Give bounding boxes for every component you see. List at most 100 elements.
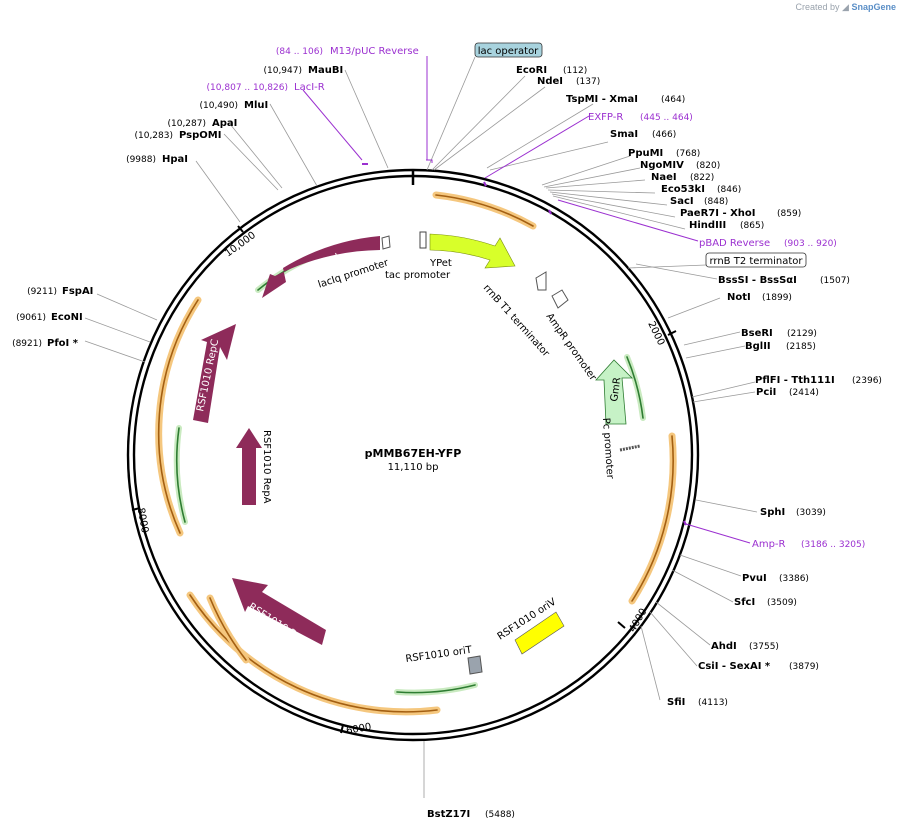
site-pos-csii-sexai: (3879) [789, 662, 819, 672]
leader-lines [84, 56, 758, 798]
green-arc-gmr-core [626, 356, 644, 419]
site-pos-mlui: (10,490) [199, 101, 238, 111]
credit-prefix: Created by [795, 2, 840, 12]
primer-name-laci-r: LacI-R [294, 82, 325, 93]
site-name-csii-sexai: CsiI - SexAI * [698, 661, 771, 672]
green-arc-gmr [624, 354, 646, 421]
primer-name-exfp-r: EXFP-R [588, 112, 623, 123]
site-name-pflfi-tth111i: PflFI - Tth111I [755, 375, 835, 386]
backbone [126, 168, 700, 742]
site-pos-bseri: (2129) [787, 329, 817, 339]
site-name-sfii: SfiI [667, 697, 685, 708]
boxed-features: lac operator rrnB T2 terminator [474, 42, 807, 268]
tick-6000: 6000 [340, 722, 372, 737]
site-pos-bglii: (2185) [786, 342, 816, 352]
repb-arrow [232, 578, 326, 645]
site-name-bstz17i: BstZ17I [427, 809, 470, 820]
site-name-bglii: BglII [745, 341, 771, 352]
site-pos-tspmi-xmai: (464) [661, 95, 685, 105]
site-pos-smai: (466) [652, 130, 676, 140]
credit-brand: SnapGene [851, 2, 896, 12]
orf-arcs [155, 191, 677, 716]
site-pos-sphi: (3039) [796, 508, 826, 518]
site-pos-maubi: (10,947) [263, 66, 302, 76]
repa-arrow [236, 428, 262, 505]
site-name-naei: NaeI [651, 172, 677, 183]
site-name-bsssi: BssSI - BssSαI [718, 275, 797, 286]
orit-label: RSF1010 oriT [405, 645, 474, 665]
plasmid-name: pMMB67EH-YFP [365, 447, 462, 460]
site-pos-hindiii: (865) [740, 221, 764, 231]
primer-name-pbad: pBAD Reverse [699, 238, 770, 249]
site-name-bseri: BseRI [741, 328, 773, 339]
site-name-hindiii: HindIII [689, 220, 726, 231]
site-name-maubi: MauBI [308, 65, 343, 76]
site-labels-left: (8921) PfoI * (9061) EcoNI (9211) FspAI … [12, 65, 343, 349]
snapgene-credit: Created by ◢ SnapGene [796, 2, 897, 13]
site-pos-bstz17i: (5488) [485, 810, 515, 820]
orf-arc-top [432, 191, 537, 230]
site-name-pfoi: PfoI * [47, 338, 79, 349]
site-name-eco53ki: Eco53kI [661, 184, 705, 195]
site-pos-pfoi: (8921) [12, 339, 42, 349]
ampr-promoter-glyph [551, 289, 569, 309]
rrnB-t1-terminator-glyph [535, 271, 547, 291]
primer-line-laci-r [302, 89, 363, 161]
site-pos-saci: (848) [704, 197, 728, 207]
orf-arc-right-core [631, 435, 674, 602]
primer-bar-amp-r [683, 520, 687, 526]
site-name-fspai: FspAI [62, 286, 93, 297]
site-name-pvui: PvuI [742, 573, 767, 584]
site-pos-ecori: (112) [563, 66, 587, 76]
site-pos-econi: (9061) [16, 313, 46, 323]
site-name-pspomi: PspOMI [179, 130, 221, 141]
site-name-ahdi: AhdI [711, 641, 737, 652]
tick-label-8000: 8000 [135, 507, 150, 534]
site-name-smai: SmaI [610, 129, 638, 140]
orf-arc-top-core [435, 194, 534, 227]
tac-promoter-label: tac promoter [385, 270, 451, 281]
tick-label-6000: 6000 [345, 722, 372, 737]
site-name-pcii: PciI [756, 387, 776, 398]
primer-pos-m13: (84 .. 106) [276, 47, 323, 57]
primer-labels: (84 .. 106) M13/pUC Reverse (10,807 .. 1… [207, 46, 866, 550]
site-pos-hpai: (9988) [126, 155, 156, 165]
oriv-box [514, 611, 565, 655]
primer-name-m13: M13/pUC Reverse [330, 46, 419, 57]
site-name-hpai: HpaI [162, 154, 188, 165]
site-pos-ppumi: (768) [676, 149, 700, 159]
site-name-ngomiv: NgoMIV [640, 160, 684, 171]
gmr-label: GmR [609, 377, 623, 403]
tick-2000: 2000 [645, 320, 677, 347]
lac-operator-label: lac operator [478, 46, 539, 57]
plasmid-size: 11,110 bp [388, 462, 439, 473]
tac-promoter-glyph [419, 231, 427, 249]
rrnB-t2-box [705, 252, 807, 268]
lac-operator-box [474, 42, 543, 58]
repa-label: RSF1010 RepA [261, 430, 272, 504]
primer-bar-m13 [426, 159, 433, 163]
site-pos-pvui: (3386) [779, 574, 809, 584]
orf-arc-left-core [157, 299, 199, 534]
site-pos-eco53ki: (846) [717, 185, 741, 195]
snapgene-logo-icon: ◢ [842, 2, 849, 12]
site-name-apai: ApaI [212, 118, 237, 129]
primer-bar-pbad [548, 209, 552, 215]
repc-arrow [193, 324, 236, 423]
green-arc-left-core [175, 427, 186, 523]
site-labels-right: EcoRI (112) NdeI (137) TspMI - XmaI (464… [427, 65, 882, 820]
site-name-sphi: SphI [760, 507, 785, 518]
primer-line-pbad [557, 199, 699, 242]
tick-10000: 10,000 [223, 225, 258, 259]
pc-promoter-label: Pc promoter [600, 417, 615, 480]
ypet-label: YPet [429, 258, 452, 269]
site-name-saci: SacI [670, 196, 694, 207]
site-pos-sfci: (3509) [767, 598, 797, 608]
primer-pos-exfp-r: (445 .. 464) [640, 113, 693, 123]
ypet-arrow [429, 233, 516, 269]
pc-promoter-glyph [619, 444, 641, 452]
site-pos-naei: (822) [690, 173, 714, 183]
site-name-ppumi: PpuMI [628, 148, 663, 159]
primer-pos-laci-r: (10,807 .. 10,826) [207, 83, 288, 93]
